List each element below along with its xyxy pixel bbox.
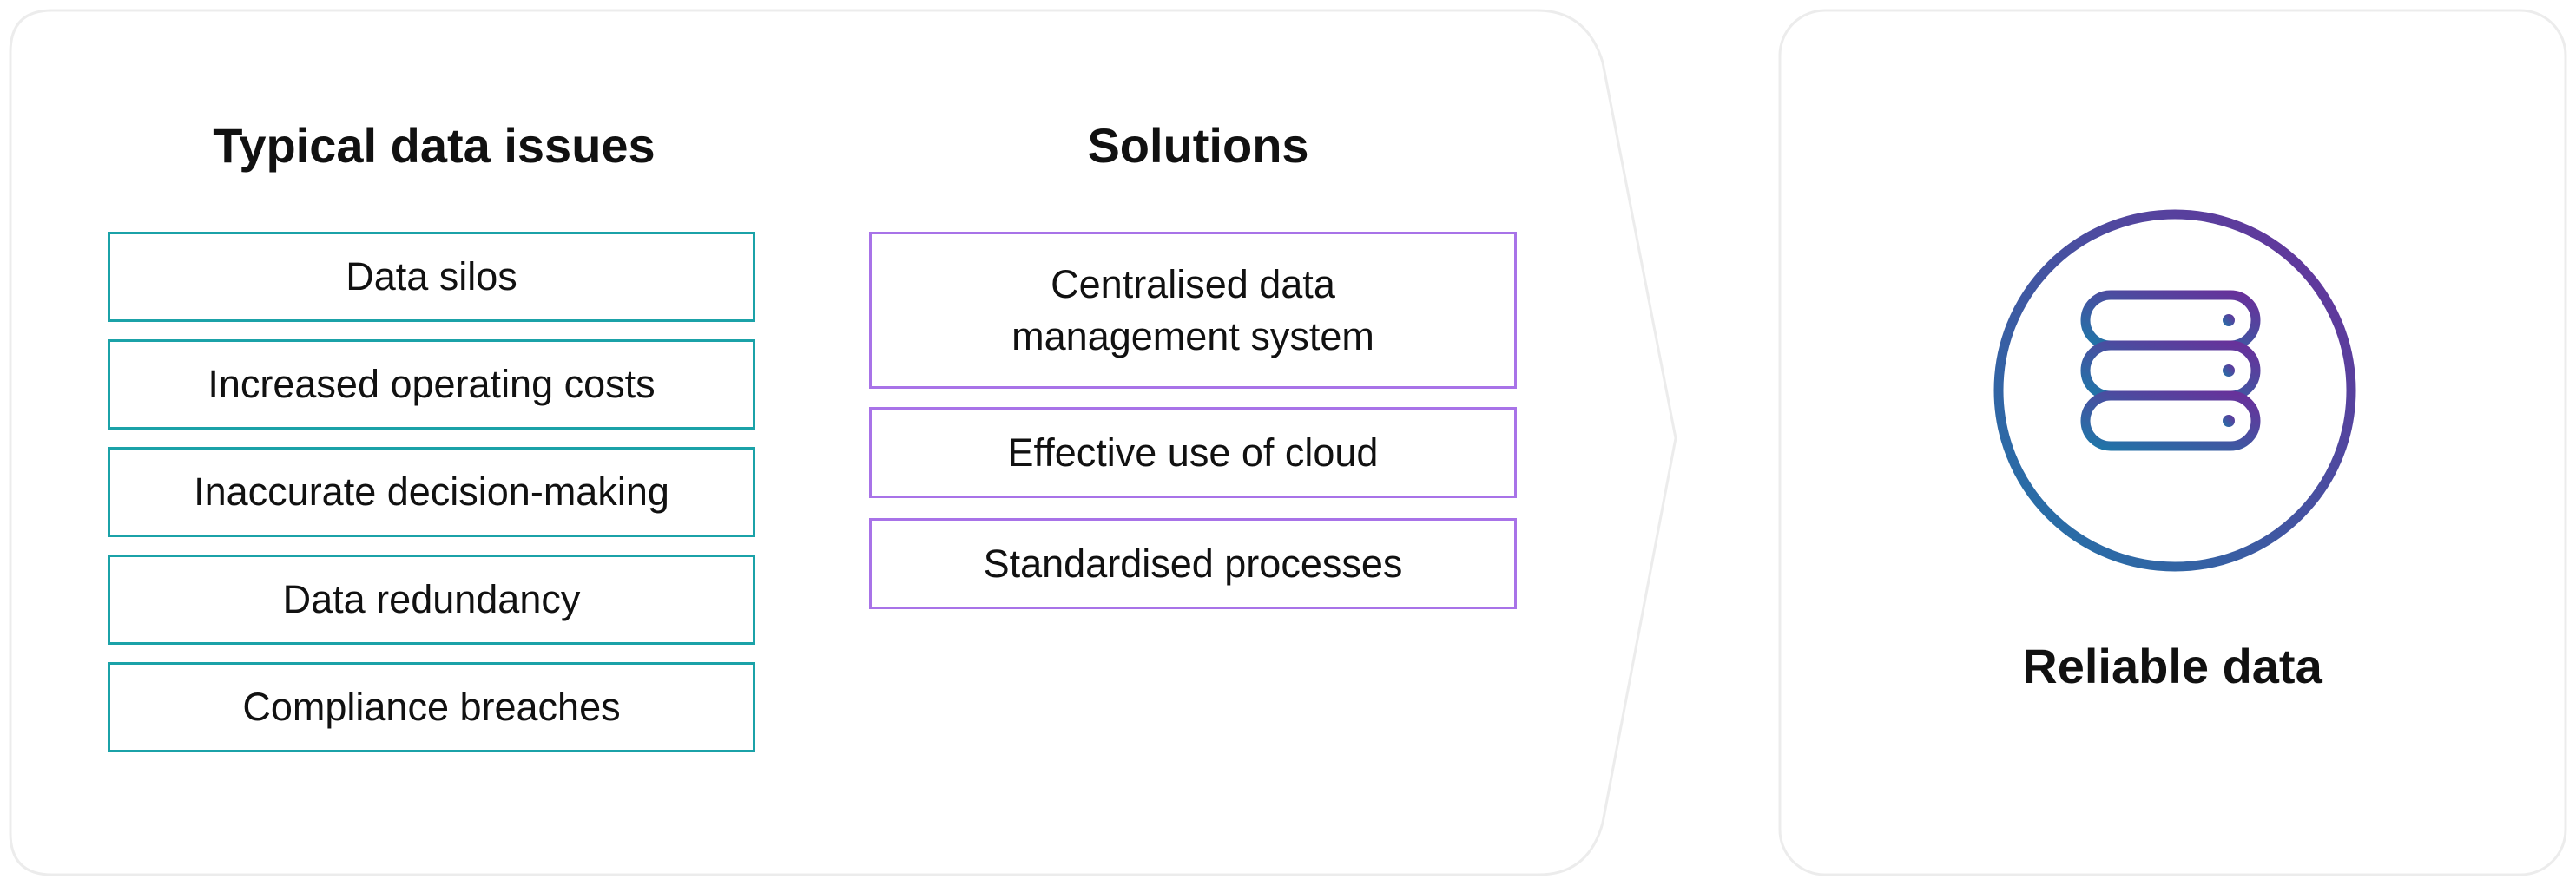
arrow-panel: [9, 9, 1677, 876]
issue-label: Data silos: [346, 254, 517, 299]
issue-label: Increased operating costs: [208, 362, 656, 406]
issue-label: Compliance breaches: [242, 685, 621, 729]
solution-label: Centralised data management system: [1011, 261, 1374, 358]
issue-box-data-silos: Data silos: [108, 232, 755, 322]
server-led-bottom: [2223, 415, 2235, 427]
solution-label: Effective use of cloud: [1007, 430, 1379, 475]
solution-box-standardised-processes: Standardised processes: [869, 518, 1517, 609]
issue-box-data-redundancy: Data redundancy: [108, 555, 755, 645]
issue-label: Data redundancy: [282, 577, 581, 621]
issue-box-decision-making: Inaccurate decision-making: [108, 447, 755, 537]
issue-label: Inaccurate decision-making: [194, 469, 669, 514]
icon-ring: [1993, 209, 2356, 572]
server-led-top: [2223, 314, 2235, 326]
issue-box-operating-costs: Increased operating costs: [108, 339, 755, 430]
solutions-heading: Solutions: [1087, 118, 1309, 173]
solution-box-cloud: Effective use of cloud: [869, 407, 1517, 498]
result-label: Reliable data: [2022, 639, 2322, 693]
issues-heading: Typical data issues: [213, 118, 656, 173]
issue-box-compliance-breaches: Compliance breaches: [108, 662, 755, 752]
server-database-icon: [1993, 209, 2356, 572]
solution-box-centralised-system: Centralised data management system: [869, 232, 1517, 389]
server-led-middle: [2223, 364, 2235, 377]
solution-label: Standardised processes: [983, 541, 1403, 586]
